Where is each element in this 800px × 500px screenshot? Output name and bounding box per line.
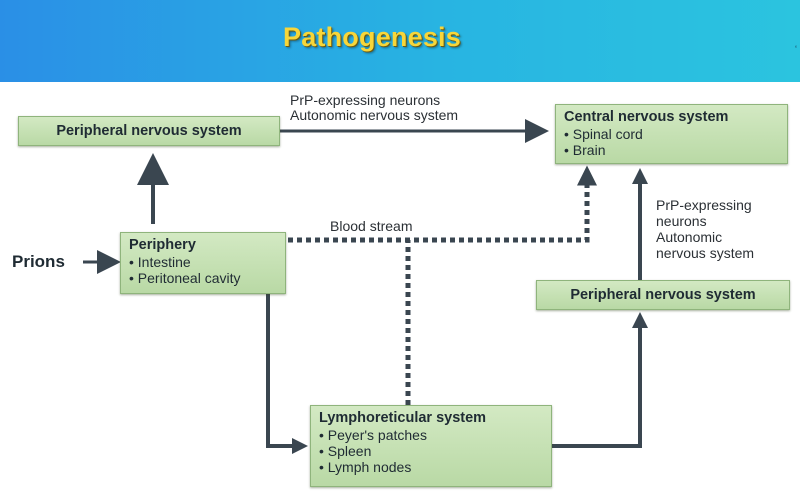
- top-route-label-line1: PrP-expressing neurons: [290, 92, 441, 108]
- periphery-box: Periphery • Intestine • Peritoneal cavit…: [120, 232, 286, 294]
- pns-top-title: Peripheral nervous system: [56, 122, 242, 139]
- right-route-label-line3: Autonomic: [656, 229, 723, 245]
- arrow-lymphoreticular-to-pns-right: [552, 312, 648, 448]
- arrow-periphery-to-lymphoreticular: [266, 294, 308, 454]
- cns-box: Central nervous system • Spinal cord • B…: [555, 104, 788, 164]
- lymphoreticular-title: Lymphoreticular system: [319, 410, 487, 426]
- corner-mark: ‘: [795, 44, 797, 54]
- periphery-title: Periphery: [129, 237, 196, 253]
- periphery-item-intestine: • Intestine: [129, 254, 191, 270]
- blood-stream-label: Blood stream: [330, 218, 413, 234]
- pns-top-box: Peripheral nervous system: [18, 116, 280, 146]
- slide-header: Pathogenesis ‘: [0, 0, 800, 82]
- pns-right-box: Peripheral nervous system: [536, 280, 790, 310]
- lymphoreticular-item-lymph-nodes: • Lymph nodes: [319, 459, 412, 475]
- cns-item-spinal-cord: • Spinal cord: [564, 126, 643, 142]
- arrow-blood-stream: [288, 165, 597, 243]
- lymphoreticular-box: Lymphoreticular system • Peyer's patches…: [310, 405, 552, 487]
- lymphoreticular-item-spleen: • Spleen: [319, 443, 372, 459]
- top-route-label-line2: Autonomic nervous system: [290, 107, 459, 123]
- lymphoreticular-item-peyers-patches: • Peyer's patches: [319, 427, 427, 443]
- pns-right-title: Peripheral nervous system: [570, 286, 756, 303]
- prions-label: Prions: [12, 252, 65, 271]
- right-route-label-line4: nervous system: [656, 245, 755, 261]
- right-route-label-line2: neurons: [656, 213, 707, 229]
- cns-item-brain: • Brain: [564, 142, 606, 158]
- cns-title: Central nervous system: [564, 109, 729, 125]
- periphery-item-peritoneal-cavity: • Peritoneal cavity: [129, 270, 241, 286]
- right-route-label-line1: PrP-expressing: [656, 197, 752, 213]
- slide-title: Pathogenesis: [283, 22, 461, 52]
